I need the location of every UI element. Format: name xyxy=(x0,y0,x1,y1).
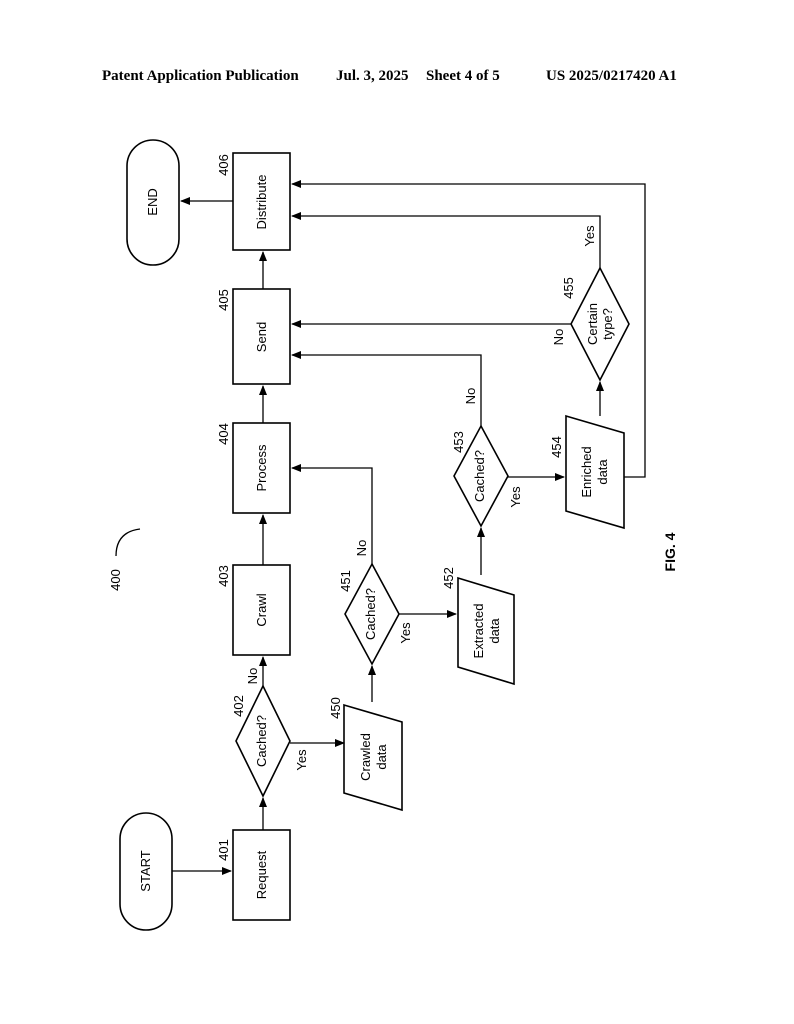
crawled-data-line1: Crawled xyxy=(358,733,373,781)
end-label: END xyxy=(145,188,160,215)
extracted-data-line2: data xyxy=(487,618,502,644)
edge-cached451-process xyxy=(291,464,373,564)
ref-404: 404 xyxy=(216,423,231,445)
end-terminator xyxy=(126,139,180,266)
process-label: Process xyxy=(254,444,269,491)
cached-402-decision xyxy=(235,684,291,798)
ref-406: 406 xyxy=(216,154,231,176)
start-label: START xyxy=(138,850,153,891)
ref-452: 452 xyxy=(441,567,456,589)
crawled-data-io xyxy=(343,703,403,812)
ref-451: 451 xyxy=(338,570,353,592)
edge-enriched-distribute xyxy=(291,180,646,478)
edge-certain-distribute xyxy=(291,212,601,268)
label-yes-402: Yes xyxy=(294,749,309,771)
label-no-455: No xyxy=(551,329,566,346)
label-no-451: No xyxy=(354,540,369,557)
ref-403: 403 xyxy=(216,565,231,587)
crawl-box xyxy=(232,564,291,656)
crawl-label: Crawl xyxy=(254,593,269,626)
certain-type-line2: type? xyxy=(600,308,615,340)
header-patent-number: US 2025/0217420 A1 xyxy=(546,68,677,84)
send-box xyxy=(232,288,291,385)
header-date: Jul. 3, 2025 xyxy=(336,68,409,84)
ref-405: 405 xyxy=(216,289,231,311)
cached-402-label: Cached? xyxy=(254,715,269,767)
enriched-data-io xyxy=(565,414,625,530)
certain-type-455-decision xyxy=(570,266,630,382)
label-yes-453: Yes xyxy=(508,486,523,508)
figure-ref-400: 400 xyxy=(108,569,123,591)
header-publication: Patent Application Publication xyxy=(102,68,299,84)
cached-451-decision xyxy=(344,562,400,666)
extracted-data-io xyxy=(457,576,515,686)
cached-451-label: Cached? xyxy=(363,588,378,640)
enriched-data-line1: Enriched xyxy=(579,446,594,497)
enriched-data-line2: data xyxy=(595,459,610,485)
crawled-data-line2: data xyxy=(374,744,389,770)
process-box xyxy=(232,422,291,514)
certain-type-line1: Certain xyxy=(585,303,600,345)
ref-453: 453 xyxy=(451,431,466,453)
distribute-label: Distribute xyxy=(254,175,269,230)
label-yes-455: Yes xyxy=(582,225,597,247)
ref-401: 401 xyxy=(216,839,231,861)
figure-label: FIG. 4 xyxy=(662,532,678,571)
label-yes-451: Yes xyxy=(398,622,413,644)
send-label: Send xyxy=(254,322,269,352)
ref-450: 450 xyxy=(328,697,343,719)
cached-453-decision xyxy=(453,424,509,528)
extracted-data-line1: Extracted xyxy=(471,604,486,659)
distribute-box xyxy=(232,152,291,251)
request-box xyxy=(232,829,291,921)
figure-ref-arc xyxy=(115,528,141,557)
cached-453-label: Cached? xyxy=(472,450,487,502)
label-no-453: No xyxy=(463,388,478,405)
edge-cached453-send xyxy=(291,351,482,426)
ref-454: 454 xyxy=(549,436,564,458)
ref-402: 402 xyxy=(231,695,246,717)
label-no-402: No xyxy=(245,668,260,685)
request-label: Request xyxy=(254,850,269,899)
header-sheet: Sheet 4 of 5 xyxy=(426,68,500,84)
ref-455: 455 xyxy=(561,277,576,299)
